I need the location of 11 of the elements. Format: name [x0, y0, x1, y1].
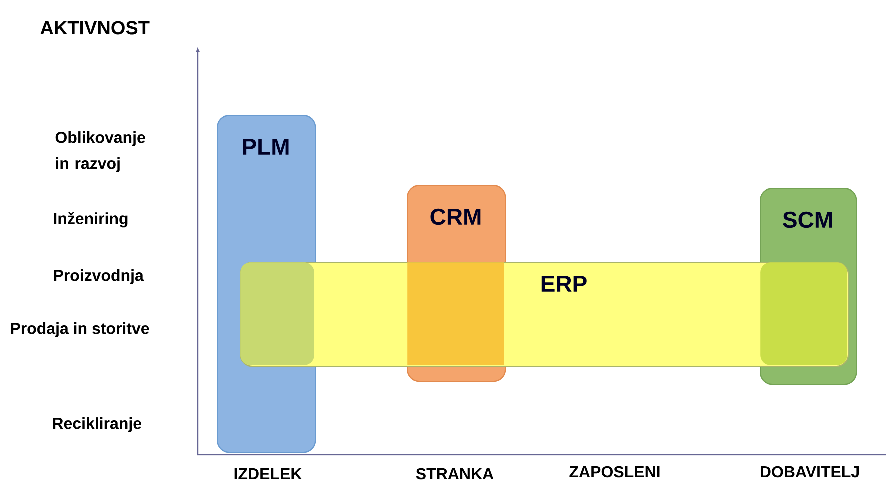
axis-label: ZAPOSLENI	[570, 466, 660, 478]
axis-label: Inženiring	[54, 212, 128, 228]
axis-label: STRANKA	[416, 468, 494, 480]
axis-label: DOBAVITELJ	[761, 466, 859, 478]
axis-label: Proizvodnja	[54, 270, 144, 284]
erp-band: ERP	[240, 262, 850, 368]
axis-label: Oblikovanje in razvoj	[56, 132, 146, 172]
axis-label: Recikliranje	[53, 418, 142, 432]
axis-label: Prodaja in storitve	[11, 322, 150, 338]
axis-label: IZDELEK	[234, 468, 302, 480]
axis-title: AKTIVNOST	[40, 21, 150, 35]
